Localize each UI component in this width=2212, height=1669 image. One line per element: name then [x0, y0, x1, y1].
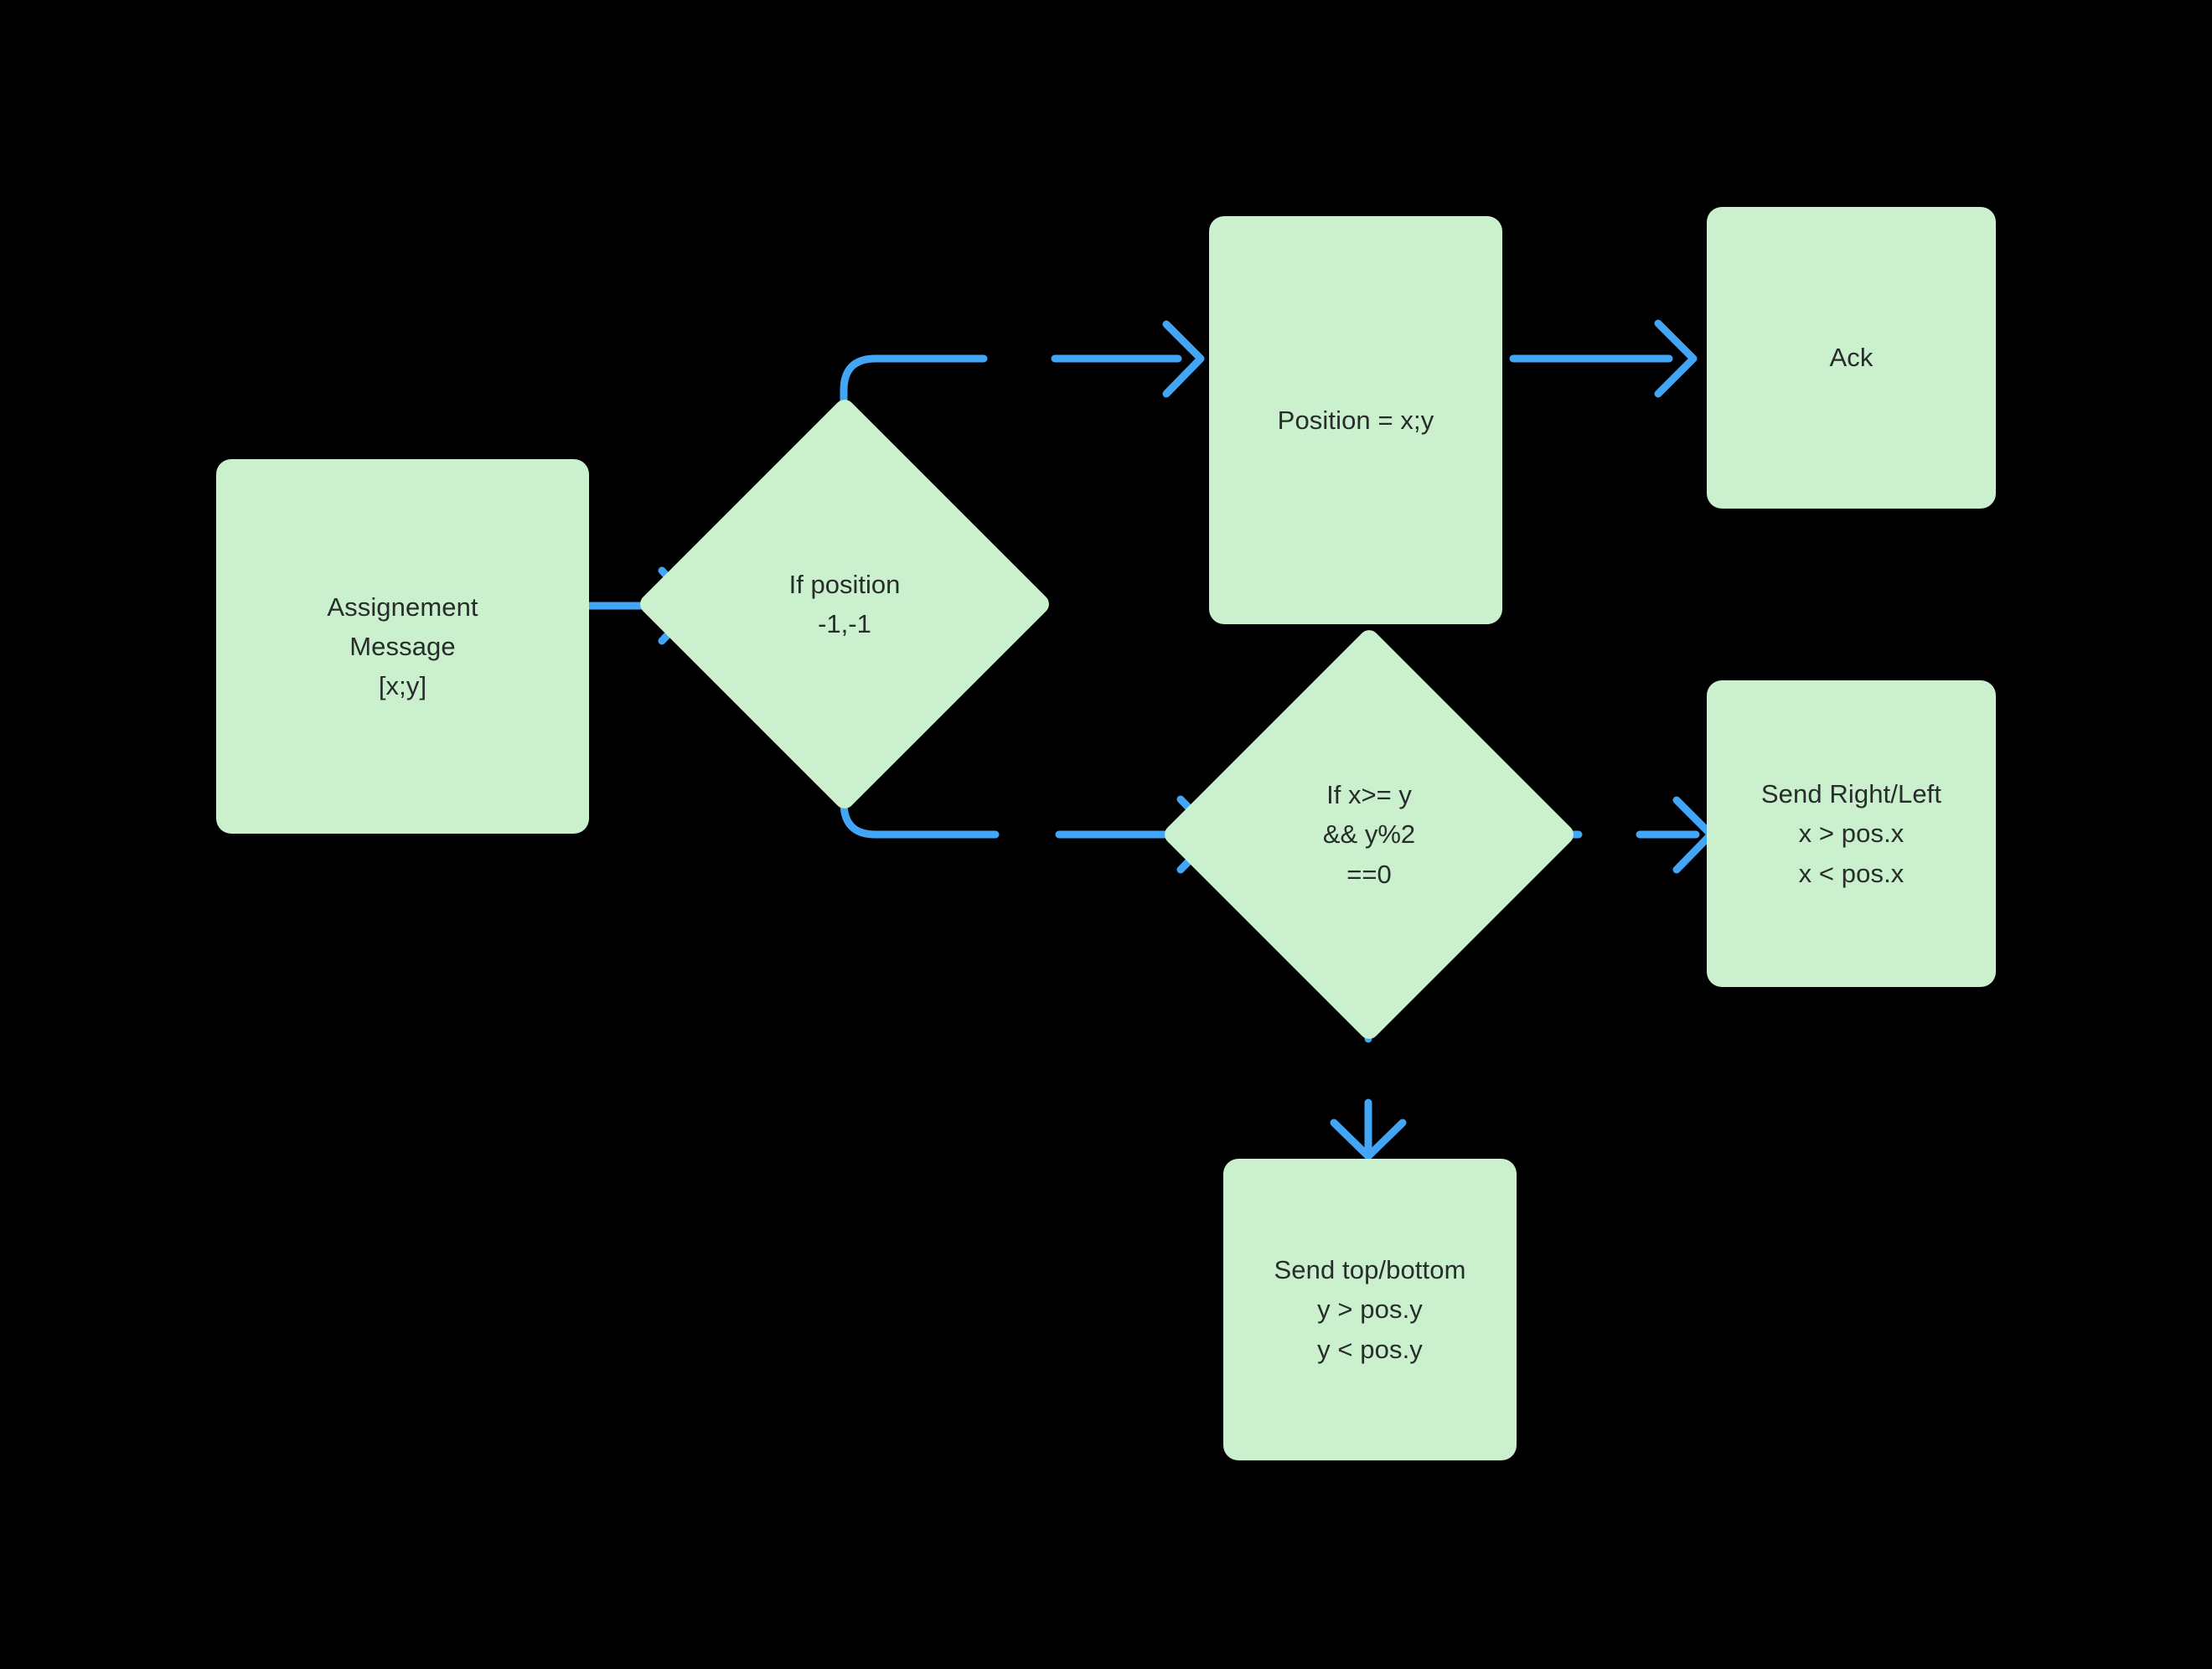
node-if-x-ge-y[interactable]: If x>= y && y%2 ==0: [1160, 626, 1578, 1043]
node-position-assign-label: Position = x;y: [1277, 405, 1434, 435]
node-if-x-ge-y-label: If x>= y && y%2 ==0: [1322, 780, 1416, 889]
node-send-right-left[interactable]: Send Right/Left x > pos.x x < pos.x: [1707, 680, 1996, 987]
node-send-top-bottom[interactable]: Send top/bottom y > pos.y y < pos.y: [1223, 1159, 1517, 1460]
edge-position-assign-to-ack[interactable]: [1509, 319, 1698, 398]
node-ack-label: Ack: [1829, 343, 1873, 373]
node-send-right-left-label: Send Right/Left x > pos.x x < pos.x: [1760, 779, 1942, 888]
node-send-top-bottom-label: Send top/bottom y > pos.y y < pos.y: [1274, 1255, 1466, 1364]
node-if-position[interactable]: If position -1,-1: [636, 395, 1053, 813]
edge-if-position-to-position-assign[interactable]: [840, 320, 1205, 457]
edge-if-position-to-if-x-ge-y[interactable]: [840, 756, 1219, 874]
node-if-position-label: If position -1,-1: [788, 569, 901, 638]
node-assignement-message-label: Assignement Message [x;y]: [327, 592, 478, 701]
node-ack[interactable]: Ack: [1707, 207, 1996, 509]
node-assignement-message[interactable]: Assignement Message [x;y]: [216, 459, 589, 834]
node-position-assign[interactable]: Position = x;y: [1209, 216, 1502, 624]
